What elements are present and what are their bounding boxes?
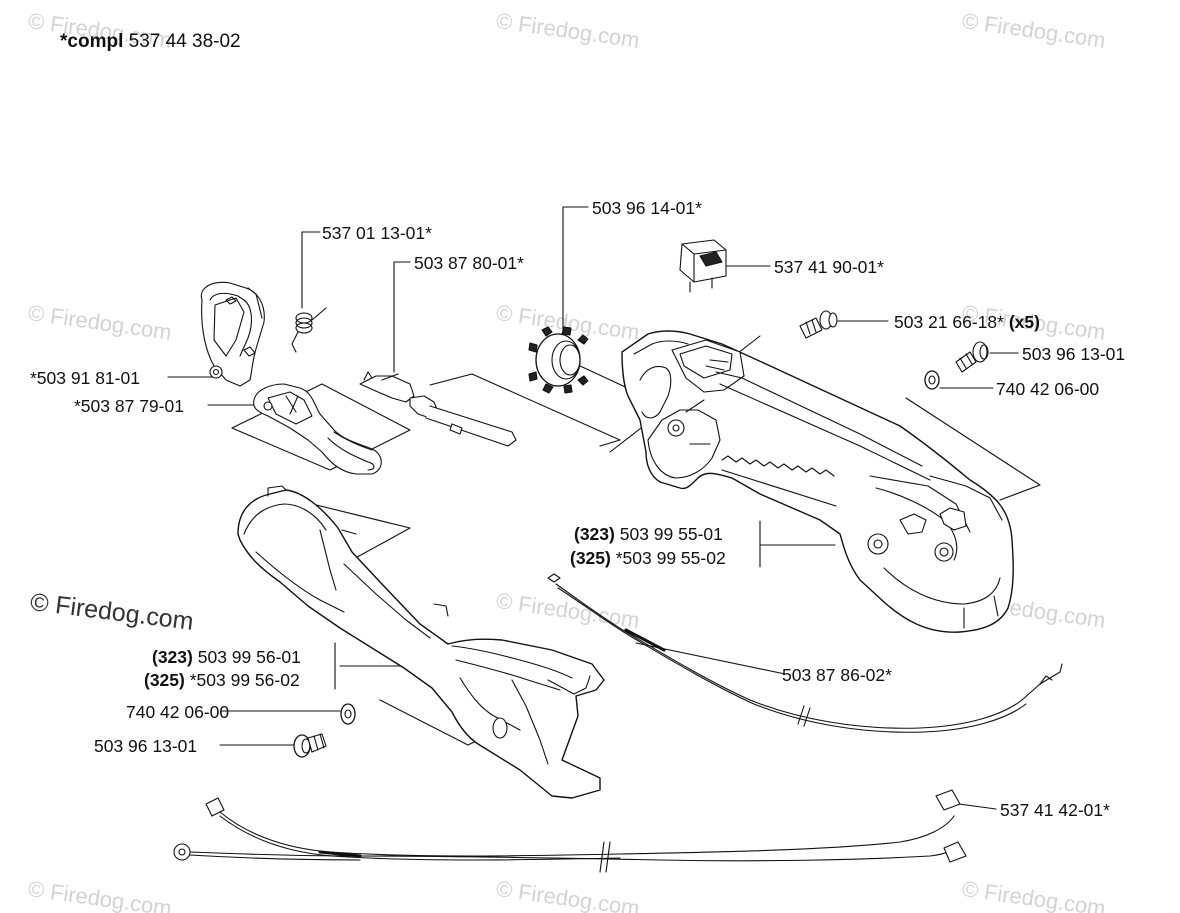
screw-part — [799, 310, 838, 339]
washer-part — [340, 703, 356, 725]
assembly-number: *compl 537 44 38-02 — [60, 31, 241, 52]
part-label: 740 42 06-00 — [996, 379, 1100, 399]
part-label: (323) 503 99 55-01 — [574, 524, 723, 544]
part-label: 503 21 66-18* (x5) — [894, 312, 1040, 332]
part-label: 503 96 13-01 — [1022, 344, 1126, 364]
throttle-lever-part — [359, 371, 517, 447]
part-label: *503 91 81-01 — [30, 368, 140, 388]
part-label: 740 42 06-00 — [126, 702, 230, 722]
part-label: 503 96 13-01 — [94, 736, 198, 756]
clamp-bracket-part — [200, 281, 265, 387]
part-label: (325) *503 99 56-02 — [144, 670, 300, 690]
spring-part — [291, 307, 327, 353]
part-label: (325) *503 99 55-02 — [570, 548, 726, 568]
part-label: (323) 503 99 56-01 — [152, 647, 301, 667]
handle-grip-cover-part — [237, 485, 605, 799]
part-label: 503 87 80-01* — [414, 253, 524, 273]
part-label: 503 87 86-02* — [782, 665, 892, 685]
throttle-cable-part — [547, 573, 1063, 733]
screw-part — [293, 733, 327, 758]
washer-part — [924, 370, 940, 390]
screw-part — [955, 341, 989, 373]
trigger-lever-part — [253, 383, 382, 475]
part-label: 537 41 42-01* — [1000, 800, 1110, 820]
part-label: *503 87 79-01 — [74, 396, 184, 416]
handle-housing-part — [621, 330, 1014, 633]
wiring-harness-part — [173, 789, 967, 873]
part-label: 503 96 14-01* — [592, 198, 702, 218]
stop-switch-part — [679, 239, 727, 293]
part-label: 537 01 13-01* — [322, 223, 432, 243]
gear-ring-part — [528, 326, 589, 394]
part-label: 537 41 90-01* — [774, 257, 884, 277]
leader-lines — [167, 206, 1019, 810]
